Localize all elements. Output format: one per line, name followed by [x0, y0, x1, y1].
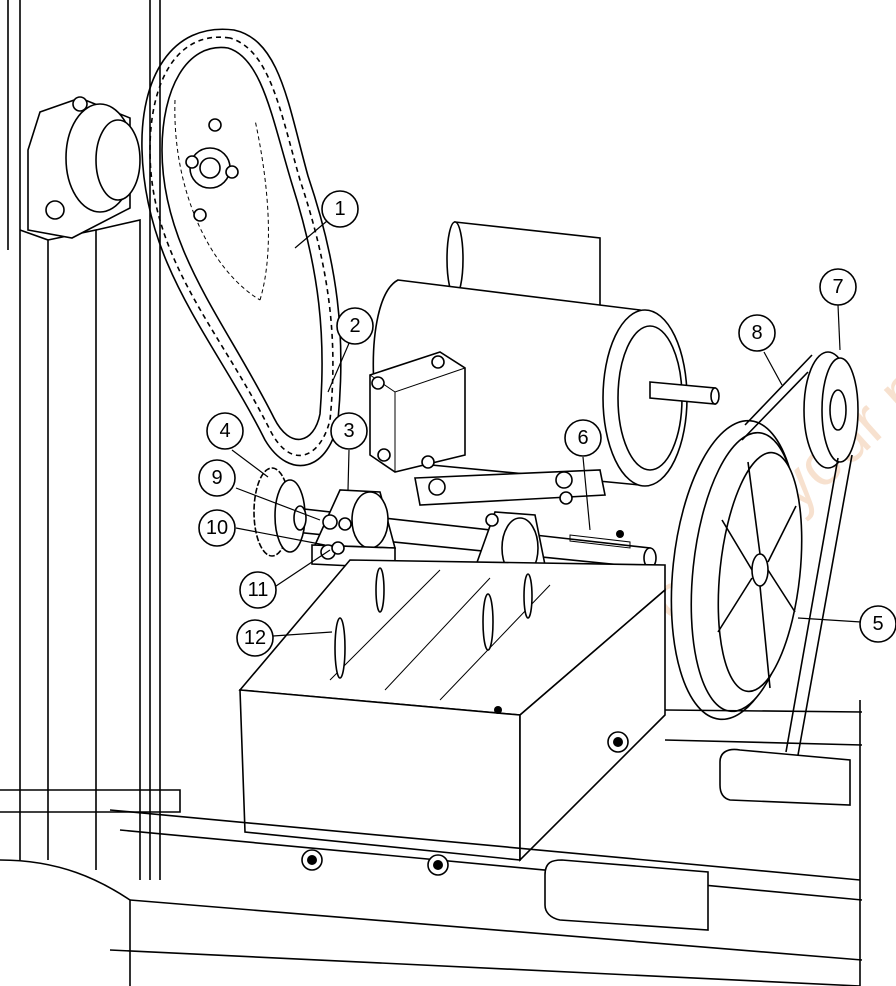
large-sprocket	[174, 99, 269, 301]
mounting-hardware	[301, 731, 629, 876]
electric-motor	[369, 221, 720, 487]
callout-8: 8	[738, 314, 776, 352]
callout-2: 2	[336, 307, 374, 345]
v-belt	[741, 354, 853, 756]
callout-8-label: 8	[751, 322, 762, 344]
callout-9: 9	[198, 459, 236, 497]
adjustment-plate	[238, 559, 666, 862]
callout-3-label: 3	[343, 420, 354, 442]
callout-2-label: 2	[349, 315, 360, 337]
callout-11-label: 11	[248, 579, 269, 601]
callout-11: 11	[239, 571, 277, 609]
callout-10: 10	[198, 509, 236, 547]
callout-7-label: 7	[832, 276, 843, 298]
leader-lines	[231, 220, 862, 637]
small-sprocket	[253, 467, 307, 557]
callout-6-label: 6	[577, 427, 588, 449]
callout-4: 4	[206, 412, 244, 450]
upper-bearing-housing	[27, 96, 141, 239]
callout-5-label: 5	[872, 613, 883, 635]
callout-4-label: 4	[219, 420, 230, 442]
callout-5: 5	[859, 605, 896, 643]
callout-12-label: 12	[244, 627, 266, 649]
callout-10-label: 10	[206, 517, 228, 539]
large-pulley	[670, 419, 803, 721]
callout-1: 1	[321, 190, 359, 228]
callout-6: 6	[564, 419, 602, 457]
motor-mount-plate	[414, 469, 606, 506]
callout-1-label: 1	[334, 198, 345, 220]
callout-3: 3	[330, 412, 368, 450]
callout-12: 12	[236, 619, 274, 657]
callout-7: 7	[819, 268, 857, 306]
small-pulley	[803, 351, 859, 469]
lower-frame	[0, 700, 863, 986]
pillow-block-bearing-left	[311, 489, 397, 569]
drive-chain	[141, 28, 342, 467]
callout-9-label: 9	[211, 467, 222, 489]
